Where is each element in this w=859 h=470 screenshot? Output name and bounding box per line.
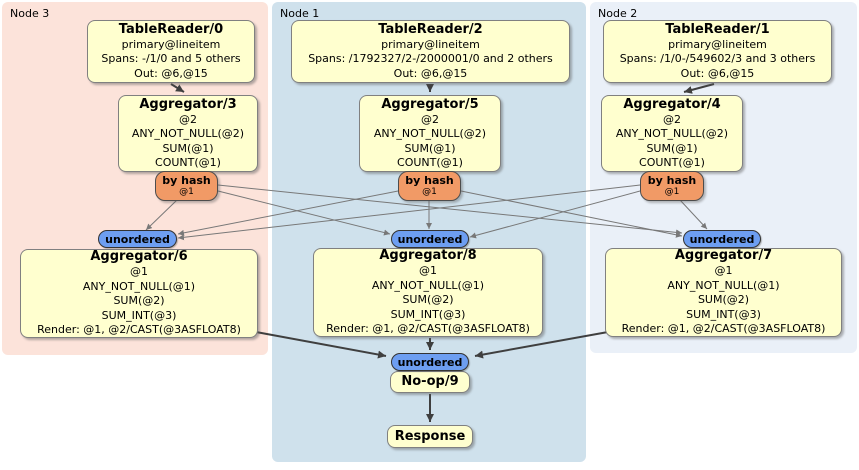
- aggregator-6-title: Aggregator/6: [90, 249, 188, 265]
- hash-router-3-label: by hash: [162, 174, 211, 187]
- hash-router-5-detail: @1: [422, 187, 437, 197]
- aggregator-7-line: Render: @1, @2/CAST(@3ASFLOAT8): [621, 322, 826, 336]
- aggregator-8-box: Aggregator/8 @1 ANY_NOT_NULL(@1) SUM(@2)…: [313, 248, 543, 337]
- aggregator-7-line: @1: [714, 264, 733, 278]
- hash-router-5: by hash @1: [398, 171, 461, 201]
- unordered-sync-9: unordered: [391, 353, 469, 371]
- aggregator-5-box: Aggregator/5 @2 ANY_NOT_NULL(@2) SUM(@1)…: [359, 95, 501, 172]
- node2-label: Node 2: [598, 7, 638, 20]
- aggregator-3-line: COUNT(@1): [155, 156, 221, 169]
- unordered-sync-7: unordered: [683, 230, 761, 248]
- aggregator-3-line: ANY_NOT_NULL(@2): [131, 127, 245, 140]
- tablereader-2-line: primary@lineitem: [381, 37, 480, 51]
- aggregator-3-box: Aggregator/3 @2 ANY_NOT_NULL(@2) SUM(@1)…: [118, 95, 258, 172]
- aggregator-6-line: SUM_INT(@3): [101, 308, 177, 322]
- aggregator-8-line: @1: [419, 264, 437, 278]
- aggregator-4-title: Aggregator/4: [623, 96, 721, 112]
- aggregator-8-line: SUM_INT(@3): [390, 307, 466, 321]
- tablereader-2-box: TableReader/2 primary@lineitem Spans: /1…: [291, 20, 570, 83]
- hash-router-3-detail: @1: [179, 187, 194, 197]
- tablereader-0-box: TableReader/0 primary@lineitem Spans: -/…: [87, 20, 255, 83]
- tablereader-0-line: primary@lineitem: [121, 37, 221, 51]
- tablereader-2-title: TableReader/2: [378, 21, 483, 37]
- noop-9-box: No-op/9: [390, 371, 470, 393]
- node3-label: Node 3: [10, 7, 50, 20]
- aggregator-6-line: ANY_NOT_NULL(@1): [82, 279, 196, 293]
- edge-hash3-to-un8: [217, 190, 391, 236]
- aggregator-7-line: SUM_INT(@3): [686, 307, 761, 321]
- aggregator-8-line: Render: @1, @2/CAST(@3ASFLOAT8): [326, 322, 530, 336]
- aggregator-3-title: Aggregator/3: [139, 96, 237, 112]
- noop-9-title: No-op/9: [401, 374, 459, 389]
- response-title: Response: [394, 428, 466, 444]
- edge-hash3-to-un6: [145, 199, 178, 231]
- edge-hash4-to-un8: [469, 190, 641, 239]
- aggregator-8-line: SUM(@2): [402, 293, 454, 307]
- edge-tr0-to-agg3: [170, 83, 185, 93]
- aggregator-3-line: @2: [179, 112, 197, 126]
- tablereader-1-line: Out: @6,@15: [680, 66, 755, 80]
- tablereader-0-line: Spans: -/1/0 and 5 others: [101, 52, 241, 66]
- aggregator-7-line: SUM(@2): [697, 293, 750, 307]
- tablereader-0-title: TableReader/0: [118, 21, 224, 37]
- aggregator-4-box: Aggregator/4 @2 ANY_NOT_NULL(@2) SUM(@1)…: [601, 95, 743, 172]
- tablereader-2-line: Out: @6,@15: [393, 66, 468, 80]
- edge-agg6-to-un9: [255, 331, 387, 359]
- aggregator-7-box: Aggregator/7 @1 ANY_NOT_NULL(@1) SUM(@2)…: [605, 248, 842, 337]
- edge-tr1-to-agg4: [683, 83, 715, 94]
- aggregator-8-title: Aggregator/8: [379, 248, 477, 264]
- aggregator-4-line: SUM(@1): [646, 141, 698, 155]
- hash-router-4-detail: @1: [664, 187, 680, 197]
- aggregator-5-line: SUM(@1): [404, 141, 456, 155]
- hash-router-4: by hash @1: [640, 171, 704, 201]
- tablereader-1-line: Spans: /1/0-/549602/3 and 3 others: [619, 52, 816, 66]
- aggregator-6-line: Render: @1, @2/CAST(@3ASFLOAT8): [37, 323, 241, 337]
- aggregator-5-title: Aggregator/5: [381, 96, 479, 112]
- aggregator-5-line: @2: [421, 112, 439, 126]
- aggregator-5-line: ANY_NOT_NULL(@2): [373, 127, 487, 140]
- aggregator-6-line: SUM(@2): [113, 294, 165, 308]
- edge-hash5-to-un6: [177, 190, 399, 236]
- aggregator-7-line: ANY_NOT_NULL(@1): [667, 278, 780, 292]
- aggregator-4-line: @2: [663, 112, 681, 126]
- tablereader-2-line: Spans: /1792327/2-/2000001/0 and 2 other…: [308, 52, 553, 66]
- edge-hash5-to-un7: [460, 190, 683, 238]
- aggregator-4-line: ANY_NOT_NULL(@2): [615, 127, 729, 140]
- aggregator-3-line: SUM(@1): [162, 141, 214, 155]
- tablereader-0-line: Out: @6,@15: [134, 66, 208, 80]
- aggregator-6-box: Aggregator/6 @1 ANY_NOT_NULL(@1) SUM(@2)…: [20, 249, 258, 338]
- response-box: Response: [387, 425, 473, 448]
- node1-label: Node 1: [280, 7, 320, 20]
- hash-router-5-label: by hash: [405, 174, 454, 187]
- aggregator-6-line: @1: [130, 265, 148, 279]
- tablereader-1-box: TableReader/1 primary@lineitem Spans: /1…: [603, 20, 832, 83]
- tablereader-1-title: TableReader/1: [665, 21, 770, 37]
- edge-hash3-to-un7: [217, 184, 683, 236]
- aggregator-8-line: ANY_NOT_NULL(@1): [371, 278, 485, 292]
- edge-hash4-to-un6: [177, 184, 641, 241]
- hash-router-3: by hash @1: [155, 171, 218, 201]
- unordered-sync-8: unordered: [391, 230, 469, 248]
- hash-router-4-label: by hash: [647, 174, 697, 187]
- tablereader-1-line: primary@lineitem: [668, 37, 767, 51]
- edge-agg7-to-un9: [474, 331, 609, 359]
- aggregator-7-title: Aggregator/7: [674, 248, 773, 264]
- aggregator-4-line: COUNT(@1): [639, 156, 705, 169]
- edge-hash4-to-un7: [679, 199, 708, 230]
- unordered-sync-6: unordered: [98, 230, 177, 248]
- aggregator-5-line: COUNT(@1): [397, 156, 463, 169]
